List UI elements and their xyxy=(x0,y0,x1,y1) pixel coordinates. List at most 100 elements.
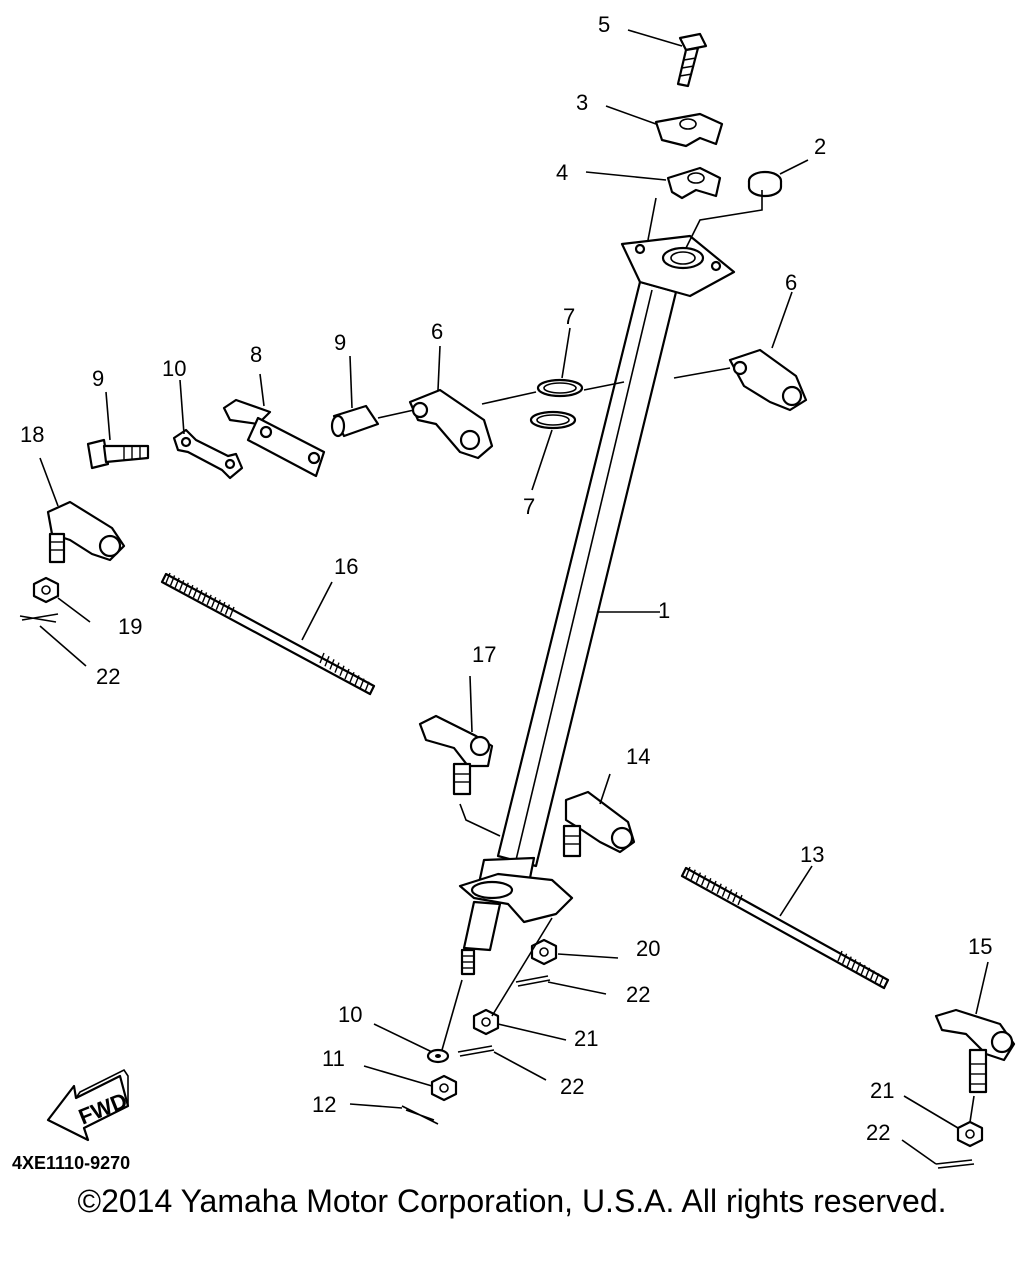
thread-mark xyxy=(201,592,208,603)
cotter-pin-part-22-center-lower xyxy=(457,1045,495,1057)
thread-mark xyxy=(183,582,189,593)
rod-end-part-20 xyxy=(46,500,126,564)
thread-mark xyxy=(229,606,235,618)
plug-part xyxy=(747,170,783,198)
circlip-part-7-lower xyxy=(529,410,577,430)
thread-mark xyxy=(174,577,180,589)
thread-mark xyxy=(841,953,848,965)
callout-16: 14 xyxy=(626,744,650,769)
catalog-code: 4XE1110-9270 xyxy=(12,1153,131,1173)
rod-end-part-16 xyxy=(562,790,636,858)
callout-17: 15 xyxy=(968,934,992,959)
thread-mark xyxy=(369,684,375,696)
callout-7-upper: 7 xyxy=(563,304,575,329)
callout-10: 10 xyxy=(162,356,186,381)
thread-mark xyxy=(864,967,871,979)
cotter-pin-part-22-right xyxy=(935,1159,975,1169)
cotter-pin-part-22-center-upper xyxy=(515,975,551,987)
lock-washer-part-10 xyxy=(172,428,244,480)
thread-mark xyxy=(855,961,862,973)
thread-mark xyxy=(334,662,340,673)
thread-mark xyxy=(869,970,875,981)
thread-mark xyxy=(716,883,722,895)
callout-19: 17 xyxy=(472,642,496,667)
thread-mark xyxy=(220,601,226,613)
collar-part-11 xyxy=(330,404,380,438)
thread-mark xyxy=(726,889,733,900)
thread-mark xyxy=(324,655,330,667)
callout-7-lower: 7 xyxy=(523,494,535,519)
collar-part-6-left xyxy=(408,388,494,460)
thread-mark xyxy=(197,589,203,601)
thread-mark xyxy=(883,978,889,990)
thread-mark xyxy=(878,975,885,987)
copyright-notice: ©2014 Yamaha Motor Corporation, U.S.A. A… xyxy=(77,1183,947,1219)
callout-21-center-upper: 20 xyxy=(636,936,660,961)
thread-mark xyxy=(860,964,866,976)
callout-6-right: 6 xyxy=(785,270,797,295)
callout-21-center-lower: 21 xyxy=(574,1026,598,1051)
thread-mark xyxy=(354,675,360,686)
thread-mark xyxy=(695,872,702,883)
callout-14: 12 xyxy=(312,1092,336,1117)
leader-lines xyxy=(39,29,989,1165)
thread-mark xyxy=(874,973,880,984)
thread-mark xyxy=(165,572,171,584)
nut-part-21-center-upper xyxy=(530,938,558,966)
thread-mark xyxy=(737,894,743,906)
cotter-pin-part-22-left xyxy=(19,613,59,623)
callout-22-center-lower: 22 xyxy=(560,1074,584,1099)
holder-part-4 xyxy=(666,166,722,200)
thread-mark xyxy=(364,681,370,693)
callout-6-left: 6 xyxy=(431,319,443,344)
callout-numbers: 5 3 4 2 6 6 7 7 9 8 10 9 18 16 19 22 1 1… xyxy=(20,12,992,1145)
nut-part-21-right xyxy=(956,1120,984,1148)
thread-mark xyxy=(329,659,335,670)
bolt-part-5 xyxy=(676,32,708,88)
callout-2: 2 xyxy=(814,134,826,159)
callout-8: 8 xyxy=(250,342,262,367)
collar-part-6-right xyxy=(728,348,808,412)
thread-mark xyxy=(188,584,194,596)
callout-21-right: 21 xyxy=(870,1078,894,1103)
thread-mark xyxy=(700,875,707,886)
callout-12: 10 xyxy=(338,1002,362,1027)
callout-22-right: 22 xyxy=(866,1120,890,1145)
callout-15: 13 xyxy=(800,842,824,867)
thread-mark xyxy=(339,665,345,677)
holder-part-3 xyxy=(654,112,724,148)
bolt-part-9 xyxy=(86,438,150,470)
thread-mark xyxy=(851,959,857,970)
thread-mark xyxy=(706,877,712,889)
washer-part-12 xyxy=(426,1048,450,1064)
callout-3: 3 xyxy=(576,90,588,115)
callout-5: 5 xyxy=(598,12,610,37)
callout-18: 16 xyxy=(334,554,358,579)
lock-plate-part-8 xyxy=(222,398,326,478)
callout-9: 9 xyxy=(92,366,104,391)
cotter-pin-part-14 xyxy=(401,1105,439,1125)
nut-part-13 xyxy=(430,1074,458,1102)
thread-mark xyxy=(179,580,185,591)
thread-mark xyxy=(224,604,231,615)
rod-end-part-17 xyxy=(934,1008,1016,1094)
rod-end-part-19 xyxy=(418,714,494,796)
thread-mark xyxy=(319,652,325,664)
nut-part-21-left xyxy=(32,576,60,604)
thread-mark xyxy=(732,891,738,903)
thread-mark xyxy=(211,597,217,608)
forward-direction-arrow: FWD xyxy=(46,1068,131,1142)
tie-rod-part-18 xyxy=(160,572,376,696)
thread-mark xyxy=(206,594,212,606)
thread-mark xyxy=(192,587,199,598)
callout-13: 11 xyxy=(322,1046,345,1071)
thread-mark xyxy=(690,869,696,881)
callout-1: 1 xyxy=(658,598,670,623)
callout-22-center-upper: 22 xyxy=(626,982,650,1007)
thread-mark xyxy=(685,866,691,878)
thread-mark xyxy=(721,886,728,897)
callout-11: 9 xyxy=(334,330,346,355)
thread-mark xyxy=(846,956,852,967)
thread-mark xyxy=(711,880,717,892)
